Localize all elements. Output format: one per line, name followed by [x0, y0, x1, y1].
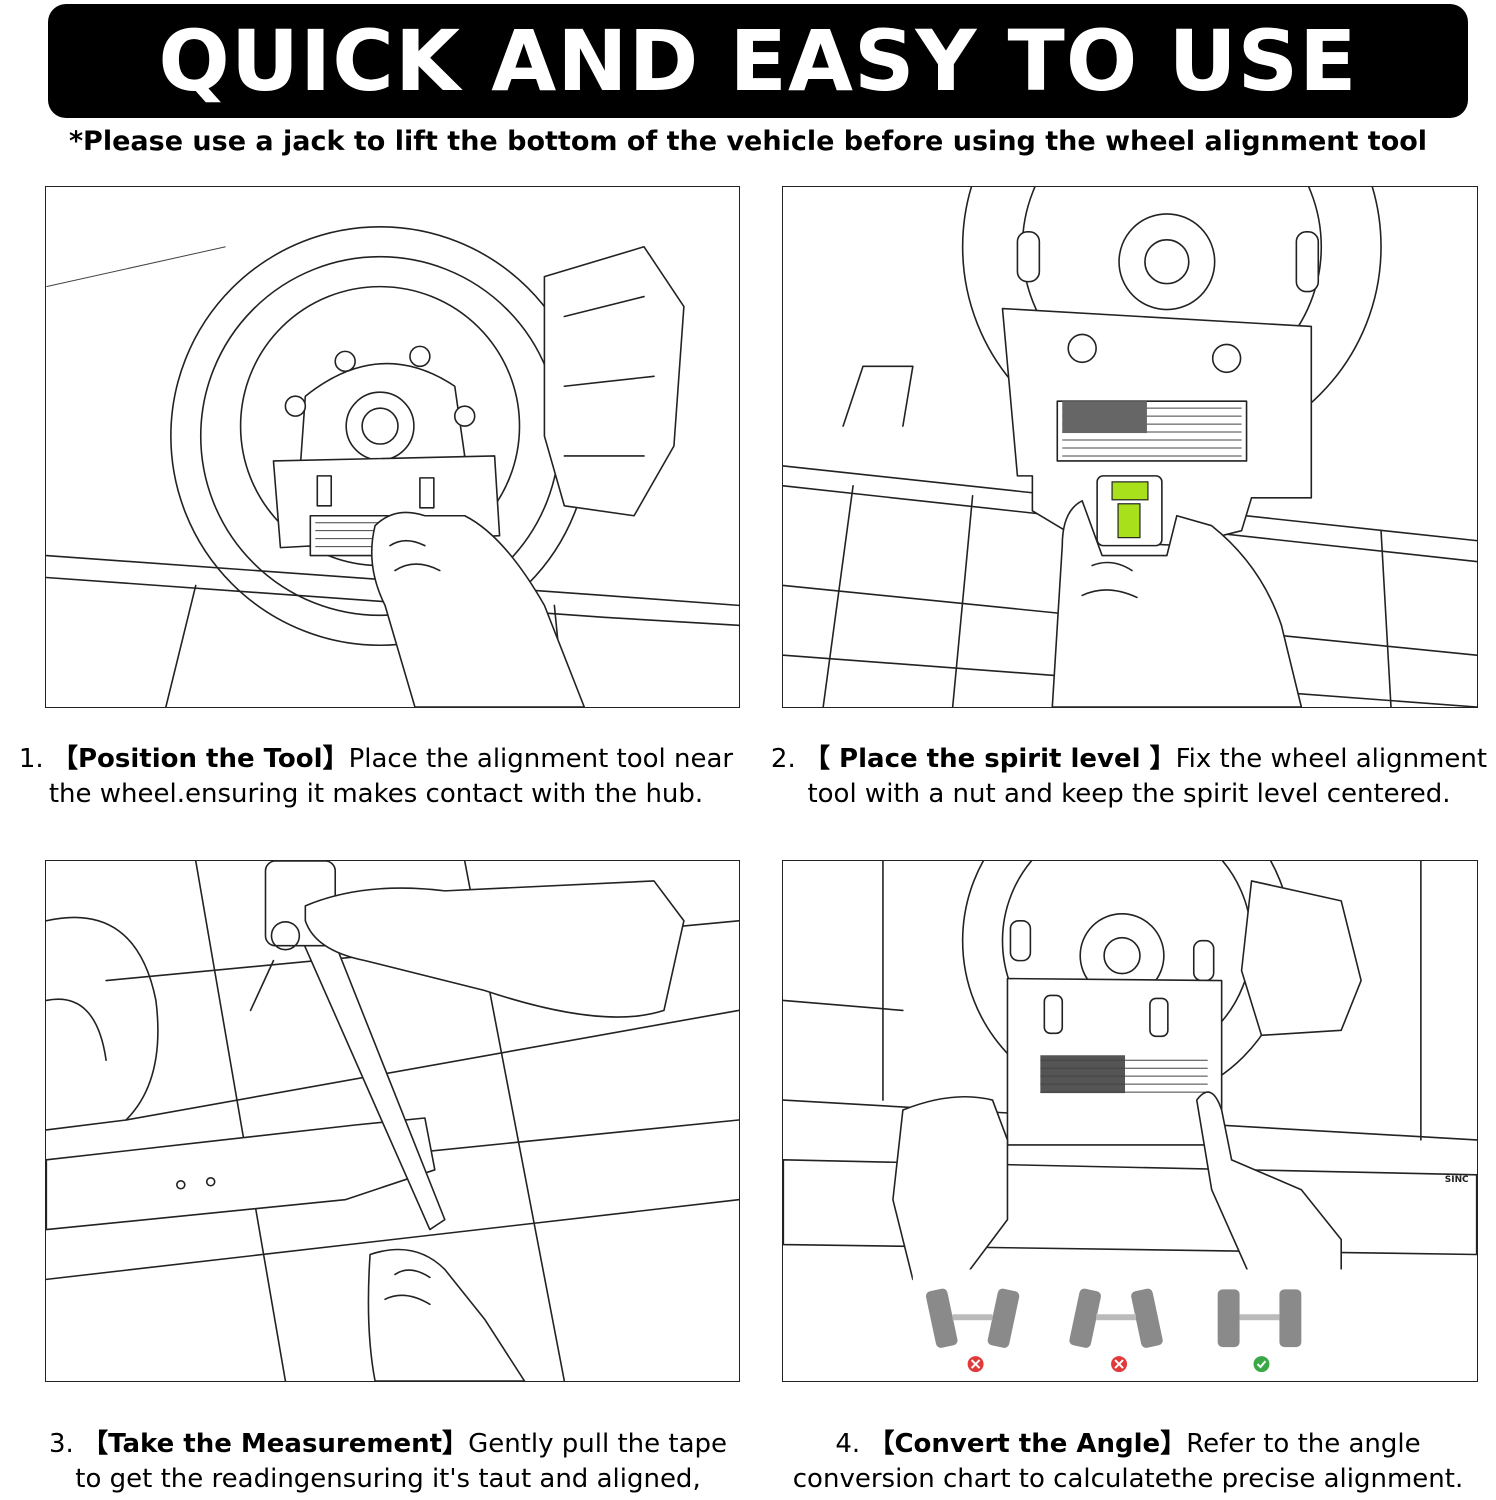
step-4-text-line1: Refer to the angle: [1186, 1429, 1420, 1459]
step-3-drawing: [46, 861, 739, 1381]
step-1-text-line2: the wheel.ensuring it makes contact with…: [49, 779, 703, 809]
step-2-drawing: [783, 187, 1477, 707]
step-3-heading: 【Take the Measurement】: [82, 1429, 468, 1459]
step-4-number: 4.: [835, 1429, 868, 1459]
ruler-brand-label: SINC: [1445, 1175, 1469, 1185]
step-2-illustration: [782, 186, 1478, 708]
step-1-number: 1.: [19, 744, 52, 774]
step-2-number: 2.: [771, 744, 804, 774]
step-3-illustration: [45, 860, 740, 1382]
step-1-text-line1: Place the alignment tool near: [349, 744, 734, 774]
step-2-text-line2: tool with a nut and keep the spirit leve…: [807, 779, 1450, 809]
check-circle-icon: [1254, 1356, 1270, 1372]
step-4-illustration: SINC: [782, 860, 1478, 1382]
step-1-illustration: [45, 186, 740, 708]
step-3-text-line1: Gently pull the tape: [468, 1429, 727, 1459]
step-4-text-line2: conversion chart to calculatethe precise…: [793, 1464, 1463, 1494]
page-title: QUICK AND EASY TO USE: [158, 19, 1357, 103]
step-3-number: 3.: [49, 1429, 82, 1459]
step-1-drawing: [46, 187, 739, 707]
step-1-heading: 【Position the Tool】: [52, 744, 349, 774]
step-3-text-line2: to get the readingensuring it's taut and…: [75, 1464, 700, 1494]
step-4-heading: 【Convert the Angle】: [868, 1429, 1186, 1459]
step-2-text-line1: Fix the wheel alignment: [1176, 744, 1487, 774]
step-2-heading: 【 Place the spirit level 】: [804, 744, 1176, 774]
step-4-caption: 4. 【Convert the Angle】Refer to the angle…: [760, 1427, 1496, 1497]
step-1-caption: 1. 【Position the Tool】Place the alignmen…: [0, 742, 752, 812]
step-2-caption: 2. 【 Place the spirit level 】Fix the whe…: [762, 742, 1496, 812]
title-banner: QUICK AND EASY TO USE: [48, 4, 1468, 118]
step-3-caption: 3. 【Take the Measurement】Gently pull the…: [20, 1427, 756, 1497]
step-4-drawing: SINC: [783, 861, 1477, 1381]
jack-warning-note: *Please use a jack to lift the bottom of…: [0, 124, 1496, 160]
